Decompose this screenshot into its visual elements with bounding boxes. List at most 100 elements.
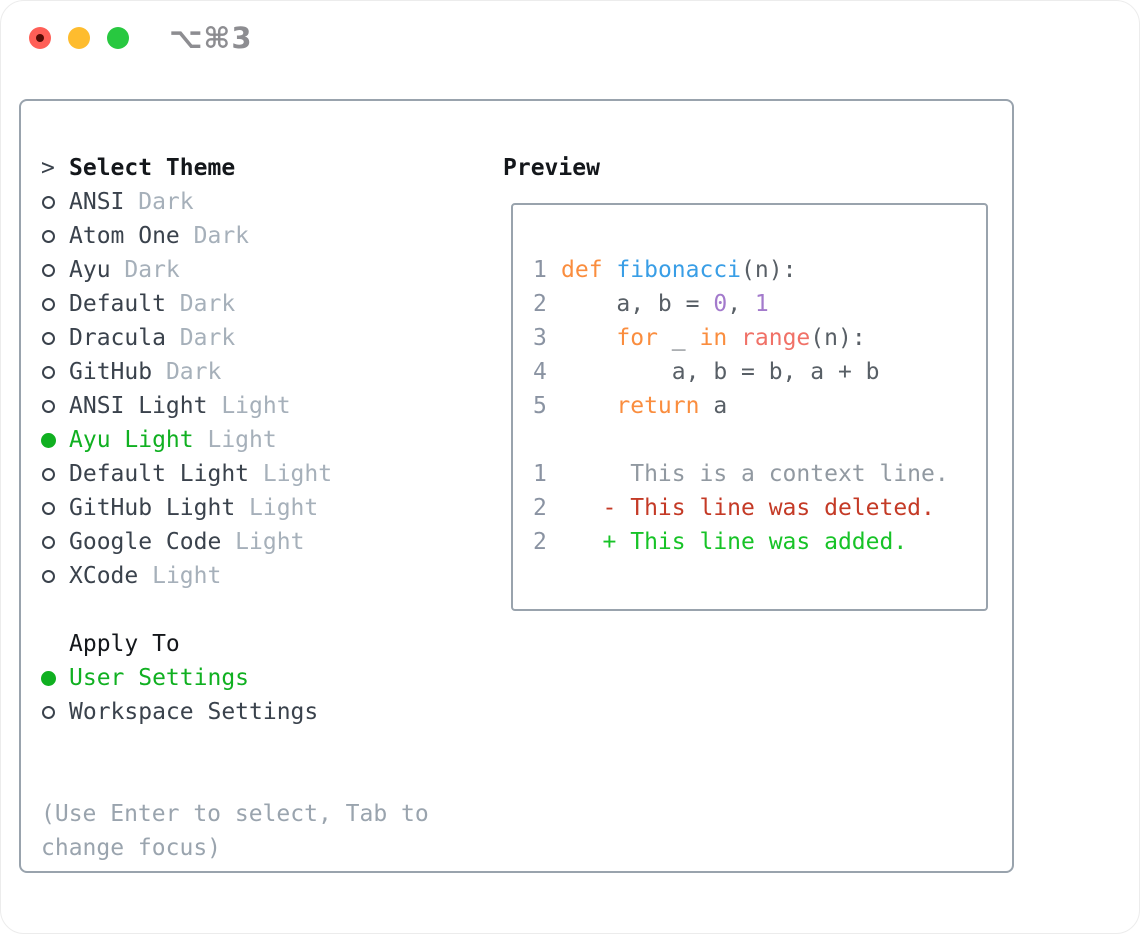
radio-unselected-icon — [41, 365, 69, 379]
theme-name: Default Light — [69, 461, 250, 487]
theme-variant-label: Dark — [165, 325, 236, 351]
theme-variant-label: Light — [221, 529, 305, 555]
code-line: 5 return a — [533, 389, 986, 423]
line-content: This is a context line. — [561, 461, 949, 487]
radio-unselected-icon — [41, 569, 69, 583]
theme-option-ansi-light[interactable]: ANSI Light Light — [41, 389, 486, 423]
diff-line-added: 2 + This line was added. — [533, 525, 986, 559]
line-number: 2 — [533, 291, 547, 317]
theme-option-xcode[interactable]: XCode Light — [41, 559, 486, 593]
theme-option-default-light[interactable]: Default Light Light — [41, 457, 486, 491]
apply-option-label: Workspace Settings — [69, 699, 319, 725]
code-line: 1 def fibonacci(n): — [533, 253, 986, 287]
theme-variant-label: Dark — [110, 257, 180, 283]
theme-option-google-code[interactable]: Google Code Light — [41, 525, 486, 559]
line-number: 5 — [533, 393, 547, 419]
theme-name: XCode — [69, 563, 139, 589]
radio-unselected-icon — [41, 331, 69, 345]
line-content: def fibonacci(n): — [561, 257, 797, 283]
code-line: 2 a, b = 0, 1 — [533, 287, 986, 321]
select-theme-header: > Select Theme — [41, 151, 486, 185]
theme-variant-label: Dark — [124, 189, 194, 215]
theme-option-atom-one[interactable]: Atom One Dark — [41, 219, 486, 253]
radio-selected-icon — [41, 670, 69, 686]
theme-name: Google Code — [69, 529, 222, 555]
theme-name: Ayu — [69, 257, 111, 283]
theme-name: GitHub — [69, 359, 153, 385]
spacer — [41, 593, 486, 627]
diff-line-deleted: 2 - This line was deleted. — [533, 491, 986, 525]
radio-unselected-icon — [41, 501, 69, 515]
theme-name: Atom One — [69, 223, 180, 249]
apply-option-workspace-settings[interactable]: Workspace Settings — [41, 695, 486, 729]
radio-unselected-icon — [41, 467, 69, 481]
minimize-button[interactable] — [68, 27, 90, 49]
close-dot-icon — [36, 34, 44, 42]
line-content: a, b = b, a + b — [561, 359, 880, 385]
radio-unselected-icon — [41, 535, 69, 549]
line-number: 1 — [533, 257, 547, 283]
line-content: for _ in range(n): — [616, 325, 866, 351]
theme-variant-label: Light — [193, 427, 277, 453]
code-line: 3 for _ in range(n): — [533, 321, 986, 355]
theme-option-github[interactable]: GitHub Dark — [41, 355, 486, 389]
line-number: 2 — [533, 495, 547, 521]
line-content: return a — [616, 393, 728, 419]
zoom-button[interactable] — [107, 27, 129, 49]
theme-name: Dracula — [69, 325, 166, 351]
theme-option-ansi[interactable]: ANSI Dark — [41, 185, 486, 219]
blank-line — [533, 423, 986, 457]
spacer — [41, 729, 486, 763]
line-number: 1 — [533, 461, 547, 487]
theme-name: GitHub Light — [69, 495, 236, 521]
apply-to-header: Apply To — [41, 627, 486, 661]
theme-option-default[interactable]: Default Dark — [41, 287, 486, 321]
keyboard-hint: (Use Enter to select, Tab to change focu… — [41, 801, 429, 861]
theme-name: Default — [69, 291, 166, 317]
theme-variant-label: Light — [138, 563, 222, 589]
line-number: 2 — [533, 529, 547, 555]
theme-variant-label: Light — [249, 461, 333, 487]
focus-caret: > — [41, 155, 55, 181]
radio-unselected-icon — [41, 297, 69, 311]
line-number: 3 — [533, 325, 547, 351]
theme-name: Ayu Light — [69, 427, 194, 453]
radio-unselected-icon — [41, 195, 69, 209]
code-line: 4 a, b = b, a + b — [533, 355, 986, 389]
spacer — [41, 763, 486, 797]
theme-option-ayu-light[interactable]: Ayu Light Light — [41, 423, 486, 457]
diff-line-context: 1 This is a context line. — [533, 457, 986, 491]
radio-unselected-icon — [41, 399, 69, 413]
theme-option-ayu[interactable]: Ayu Dark — [41, 253, 486, 287]
traffic-lights — [29, 27, 129, 49]
close-button[interactable] — [29, 27, 51, 49]
apply-to-title: Apply To — [69, 631, 180, 657]
theme-variant-label: Dark — [179, 223, 250, 249]
theme-option-github-light[interactable]: GitHub Light Light — [41, 491, 486, 525]
theme-variant-label: Light — [235, 495, 319, 521]
theme-name: ANSI Light — [69, 393, 208, 419]
window-title: ⌥⌘3 — [169, 21, 253, 55]
theme-variant-label: Light — [207, 393, 291, 419]
apply-option-label: User Settings — [69, 665, 250, 691]
radio-selected-icon — [41, 432, 69, 448]
theme-name: ANSI — [69, 189, 125, 215]
apply-option-user-settings[interactable]: User Settings — [41, 661, 486, 695]
select-theme-title: Select Theme — [69, 155, 236, 181]
line-content: a, b = 0, 1 — [561, 291, 769, 317]
theme-variant-label: Dark — [165, 291, 236, 317]
preview-header: Preview — [503, 155, 600, 181]
radio-unselected-icon — [41, 263, 69, 277]
line-content: - This line was deleted. — [561, 495, 935, 521]
line-number: 4 — [533, 359, 547, 385]
theme-option-dracula[interactable]: Dracula Dark — [41, 321, 486, 355]
line-content: + This line was added. — [561, 529, 908, 555]
theme-variant-label: Dark — [152, 359, 222, 385]
